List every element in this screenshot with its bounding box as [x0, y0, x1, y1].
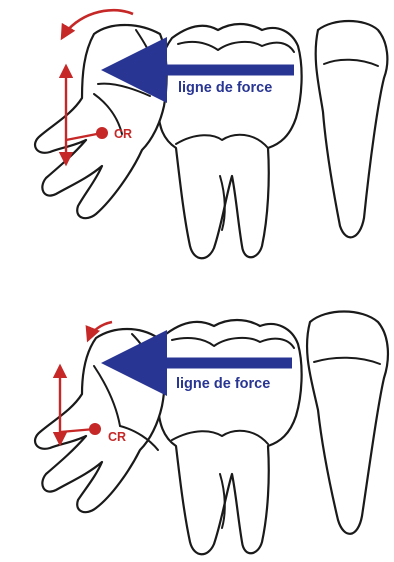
wisdom-tooth — [35, 25, 167, 218]
force-label: ligne de force — [176, 376, 270, 392]
premolar-tooth — [307, 312, 388, 534]
panel-bottom: ligne de force CR — [35, 312, 388, 555]
wisdom-tooth — [35, 329, 165, 512]
center-of-resistance-dot — [89, 423, 101, 435]
center-of-resistance-label: CR — [108, 430, 126, 444]
panel-top: ligne de force CR — [35, 10, 387, 258]
molar-tooth — [157, 320, 302, 554]
premolar-tooth — [316, 21, 388, 237]
center-of-resistance-label: CR — [114, 127, 132, 141]
force-label: ligne de force — [178, 80, 272, 96]
center-of-resistance-dot — [96, 127, 108, 139]
molar-tooth — [158, 24, 302, 258]
